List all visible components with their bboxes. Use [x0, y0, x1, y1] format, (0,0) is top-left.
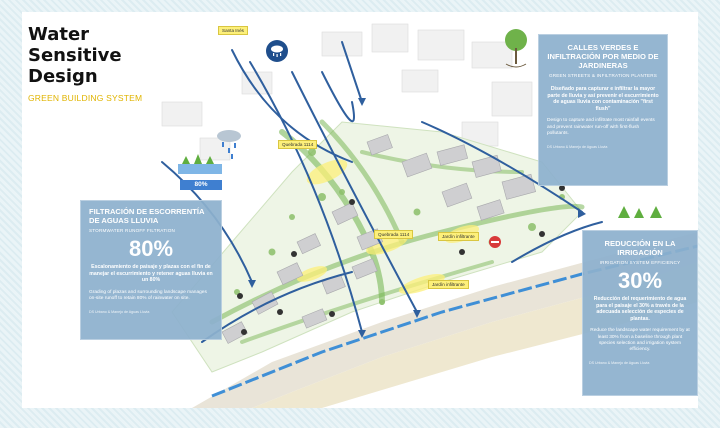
irrigation-card-subtitle: IRRIGATION SYSTEM EFFICIENCY: [599, 260, 681, 265]
street-label: Santa Inés: [218, 26, 248, 35]
water-drop-markers: [237, 185, 565, 335]
site-map: [161, 23, 698, 408]
title-line-3: Design: [28, 66, 98, 87]
city-fabric: [161, 23, 533, 161]
runoff-card-source: DS Urbano & Manejo de Aguas Lluvia: [89, 310, 150, 315]
diagram-canvas: Water Sensitive Design GREEN BUILDING SY…: [22, 12, 698, 408]
green-streets-card-text-en: Design to capture and infiltrate most ra…: [547, 118, 655, 136]
tree-icon: [505, 29, 527, 68]
green-corridors: [209, 119, 585, 344]
jardin-label-2: Jardín infiltrante: [428, 280, 469, 289]
irrigation-card-value: 30%: [617, 268, 663, 293]
sea-edge: [211, 244, 698, 398]
title-line-2: Sensitive: [28, 45, 122, 66]
green-streets-card-title: CALLES VERDES E INFILTRACIÓN POR MEDIO D…: [547, 43, 659, 70]
jardin-label-1: Jardín infiltrante: [438, 232, 479, 241]
green-streets-card: CALLES VERDES E INFILTRACIÓN POR MEDIO D…: [538, 34, 668, 186]
runoff-filtration-card: FILTRACIÓN DE ESCORRENTÍA DE AGUAS LLUVI…: [80, 200, 222, 340]
planter-percent-badge: 80%: [180, 180, 222, 190]
subtitle: GREEN BUILDING SYSTEM: [28, 93, 143, 103]
arrow-heads: [248, 98, 586, 338]
irrigation-card-title: REDUCCIÓN EN LA IRRIGACIÓN: [604, 239, 676, 257]
green-streets-card-text-es: Diseñado para capturar e infiltrar la ma…: [547, 86, 659, 112]
runoff-card-text-en: Grading of plazas and surrounding landsc…: [89, 289, 207, 301]
quebrada-label-2: Quebrada 1114: [374, 230, 414, 239]
planter-graphic: [178, 130, 241, 174]
runoff-card-title: FILTRACIÓN DE ESCORRENTÍA DE AGUAS LLUVI…: [89, 207, 205, 225]
title-line-1: Water: [28, 24, 90, 45]
irrigation-plants: [618, 206, 662, 218]
no-irrigation-icon: [489, 236, 501, 248]
irrigation-card-source: DS Urbano & Manejo de Aguas Lluvia: [589, 361, 650, 366]
rain-cloud-icon: [266, 40, 288, 62]
irrigation-card-text-en: Reduce the landscape water requirement b…: [590, 328, 690, 352]
green-streets-card-subtitle: GREEN STREETS & INFILTRATION PLANTERS: [548, 73, 658, 78]
quebrada-label-1: Quebrada 1114: [278, 140, 318, 149]
runoff-card-value: 80%: [128, 236, 174, 261]
runoff-card-subtitle: STORMWATER RUNOFF FILTRATION: [89, 228, 175, 233]
irrigation-card: REDUCCIÓN EN LA IRRIGACIÓN IRRIGATION SY…: [582, 230, 698, 396]
irrigation-card-text-es: Reducción del requerimiento de agua para…: [593, 296, 687, 322]
runoff-card-text-es: Escalonamiento de paisaje y plazas con e…: [89, 264, 213, 284]
green-streets-card-source: DS Urbano & Manejo de Aguas Lluvia: [547, 144, 608, 149]
title-block: Water Sensitive Design GREEN BUILDING SY…: [28, 24, 142, 103]
